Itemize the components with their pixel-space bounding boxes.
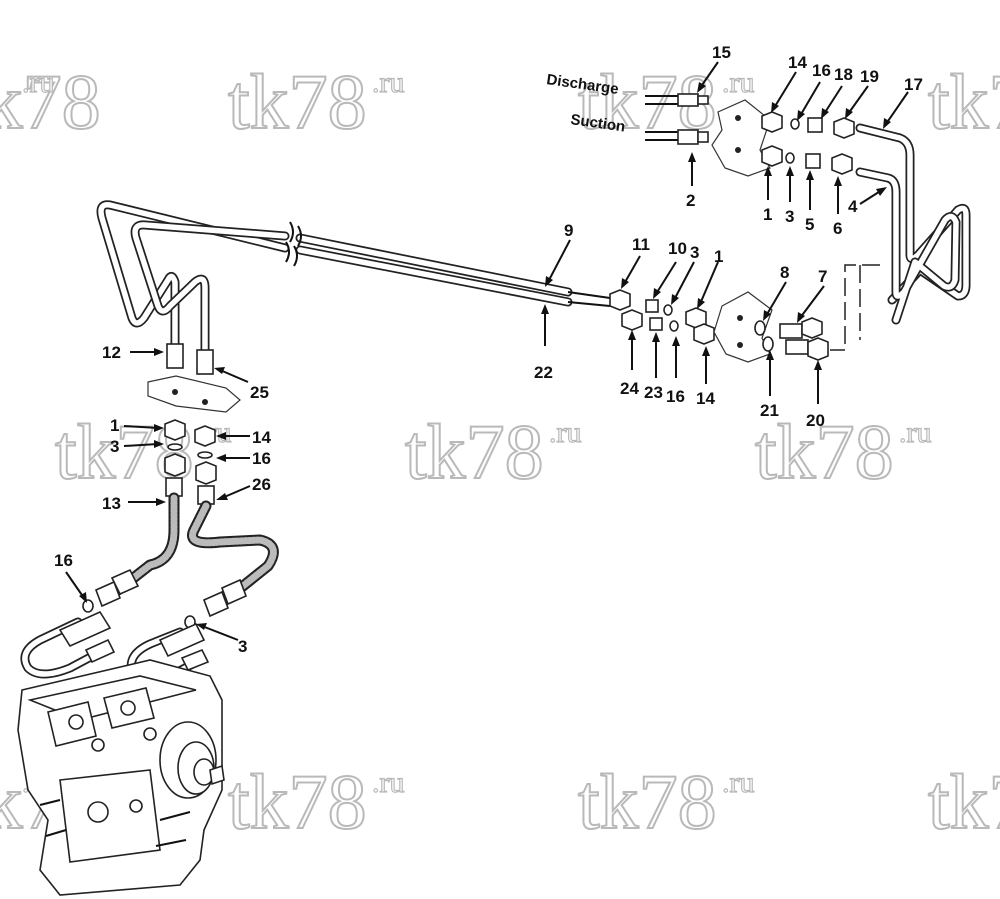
watermark-10-suffix: .ru xyxy=(722,766,755,799)
callout-1: 1 xyxy=(763,205,772,224)
callout-14: 14 xyxy=(788,53,807,72)
callout-7: 7 xyxy=(818,267,827,286)
callout-3: 3 xyxy=(785,207,794,226)
callout-25: 25 xyxy=(250,383,269,402)
callout-6: 6 xyxy=(833,219,842,238)
watermark-6: tk78 xyxy=(405,408,544,495)
callout-24: 24 xyxy=(620,379,639,398)
callout-4: 4 xyxy=(848,197,858,216)
callout-18: 18 xyxy=(834,65,853,84)
watermark-9-suffix: .ru xyxy=(372,766,405,799)
watermark-2: tk78 xyxy=(228,58,367,145)
leader-arrows xyxy=(65,61,909,641)
callout-10: 10 xyxy=(668,239,687,258)
callout-9: 9 xyxy=(564,221,573,240)
callout-16b: 16 xyxy=(666,387,685,406)
callout-22: 22 xyxy=(534,363,553,382)
top-fitting-group xyxy=(645,93,855,177)
callout-15: 15 xyxy=(712,43,731,62)
middle-fitting-group xyxy=(609,289,829,363)
callout-8: 8 xyxy=(780,263,789,282)
callout-numbers: 15 14 16 18 19 17 2 1 3 5 6 4 9 11 10 3 … xyxy=(54,43,923,656)
callout-5: 5 xyxy=(805,215,814,234)
callout-23: 23 xyxy=(644,383,663,402)
callout-19: 19 xyxy=(860,67,879,86)
callout-16: 16 xyxy=(812,61,831,80)
watermark-11: tk78 xyxy=(928,758,1000,845)
callout-26: 26 xyxy=(252,475,271,494)
callout-3d: 3 xyxy=(238,637,247,656)
compressor xyxy=(17,610,225,896)
callout-16d: 16 xyxy=(54,551,73,570)
callout-3b: 3 xyxy=(690,243,699,262)
watermark-4: tk78 xyxy=(928,58,1000,145)
callout-14c: 14 xyxy=(252,428,271,447)
left-fitting-stack xyxy=(147,343,241,505)
callout-17: 17 xyxy=(904,75,923,94)
callout-1c: 1 xyxy=(110,416,119,435)
callout-16c: 16 xyxy=(252,449,271,468)
watermark-6-suffix: .ru xyxy=(549,416,582,449)
callout-14b: 14 xyxy=(696,389,715,408)
watermark-2-suffix: .ru xyxy=(372,66,405,99)
watermark-10: tk78 xyxy=(578,758,717,845)
pipe-17-and-4 xyxy=(830,123,971,351)
watermark-7-suffix: .ru xyxy=(899,416,932,449)
watermark-9: tk78 xyxy=(228,758,367,845)
watermark-1: tk78 xyxy=(0,58,101,145)
callout-2: 2 xyxy=(686,191,695,210)
callout-11: 11 xyxy=(632,235,650,254)
callout-21: 21 xyxy=(760,401,779,420)
callout-1b: 1 xyxy=(714,247,723,266)
watermark-7: tk78 xyxy=(755,408,894,495)
callout-3c: 3 xyxy=(110,437,119,456)
callout-12: 12 xyxy=(102,343,121,362)
callout-13: 13 xyxy=(102,494,121,513)
hoses xyxy=(82,492,279,629)
watermark-3-suffix: .ru xyxy=(722,66,755,99)
watermark-1-suffix: .ru xyxy=(22,66,55,99)
main-pipe-run xyxy=(96,200,611,361)
callout-20: 20 xyxy=(806,411,825,430)
